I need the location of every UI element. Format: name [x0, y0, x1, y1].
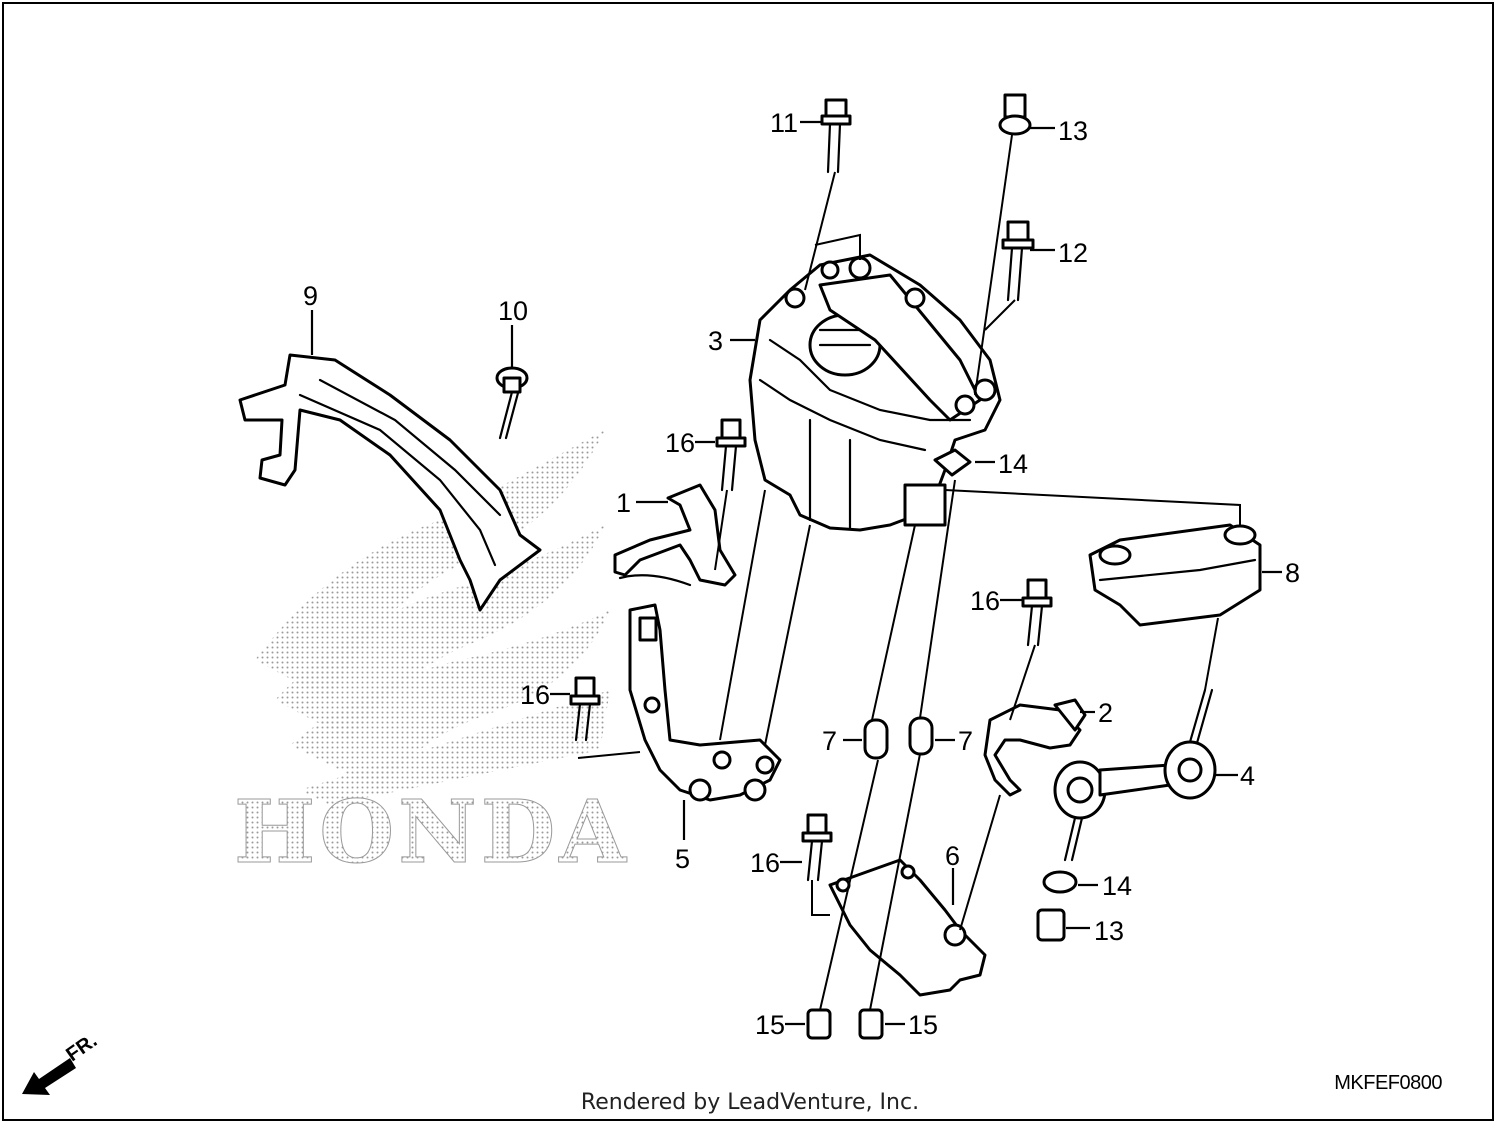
part-16-bolt-c	[569, 676, 601, 742]
part-16-bolt-d	[801, 813, 833, 882]
callout-7-a: 7	[822, 726, 837, 756]
part-8-cover-pad	[1088, 523, 1262, 627]
part-4-tie-rod	[1053, 688, 1217, 862]
part-7-spacer-b	[908, 716, 934, 756]
callout-5: 5	[675, 844, 690, 874]
footer-credit: Rendered by LeadVenture, Inc.	[580, 1090, 920, 1115]
callout-11: 11	[770, 108, 798, 138]
part-14-washer-b	[1042, 870, 1078, 894]
callout-16-a: 16	[665, 428, 695, 458]
part-13-nut-top	[998, 93, 1032, 136]
callout-6: 6	[945, 841, 960, 871]
part-10-bolt	[495, 366, 529, 440]
part-13-nut-bottom	[1036, 908, 1066, 942]
callout-16-b: 16	[970, 586, 1000, 616]
callout-10: 10	[498, 296, 528, 326]
part-3-main-unit	[748, 253, 1002, 532]
callout-7-b: 7	[958, 726, 973, 756]
part-14-washer-a	[933, 448, 972, 477]
part-15-nut-a	[806, 1008, 832, 1040]
part-6-lower-bracket	[828, 858, 987, 997]
callout-13-bottom: 13	[1094, 916, 1124, 946]
part-2-linkage	[983, 698, 1087, 797]
callout-4: 4	[1240, 761, 1255, 791]
part-7-spacer-a	[863, 718, 889, 760]
part-15-nut-b	[858, 1008, 884, 1040]
callout-3: 3	[708, 326, 723, 356]
part-12-bolt	[1001, 220, 1035, 302]
callout-2: 2	[1098, 698, 1113, 728]
callout-numbers: 11 13 12 9 10 3 16 14 1 8 16 2 16 7 7 4 …	[303, 108, 1300, 1040]
callout-1: 1	[616, 488, 631, 518]
assembly-lines	[577, 134, 1241, 1011]
callout-15-b: 15	[908, 1010, 938, 1040]
callout-14-b: 14	[1102, 871, 1132, 901]
callout-14-a: 14	[998, 449, 1028, 479]
callout-15-a: 15	[755, 1010, 785, 1040]
diagram-code: MKFEF0800	[1334, 1072, 1442, 1094]
honda-wing-watermark	[255, 430, 610, 805]
part-16-bolt-b	[1021, 578, 1053, 647]
callout-12: 12	[1058, 238, 1088, 268]
brand-watermark: HONDA	[234, 782, 630, 883]
part-1-bracket	[613, 483, 737, 587]
callout-16-d: 16	[750, 848, 780, 878]
part-9-cover	[238, 353, 542, 612]
part-5-roller-bracket	[628, 603, 782, 802]
callout-16-c: 16	[520, 680, 550, 710]
part-16-bolt-a	[715, 418, 747, 492]
part-11-bolt	[820, 98, 852, 174]
front-direction-arrow-icon: FR.	[22, 1030, 101, 1095]
callout-9: 9	[303, 281, 318, 311]
callout-13-top: 13	[1058, 116, 1088, 146]
callout-leaders	[310, 120, 1282, 1026]
callout-8: 8	[1285, 558, 1300, 588]
